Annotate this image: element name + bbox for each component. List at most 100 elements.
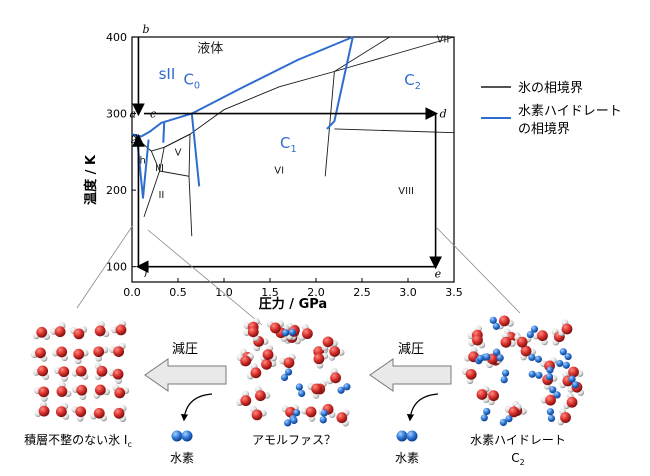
y-tick-label: 100 — [106, 261, 127, 274]
path-point-c: c — [150, 108, 156, 121]
oxygen-atom — [38, 386, 50, 398]
oxygen-atom — [508, 406, 520, 418]
path-point-e: e — [435, 268, 442, 281]
oxygen-atom — [520, 345, 532, 357]
h2-atom — [526, 330, 534, 339]
oxygen-atom — [112, 368, 124, 380]
oxygen-atom — [94, 325, 106, 337]
ice-boundary-line — [334, 128, 455, 134]
oxygen-atom — [115, 324, 127, 336]
oxygen-atom — [73, 328, 85, 340]
decompress-label-right: 減圧 — [398, 341, 424, 357]
oxygen-atom — [93, 407, 105, 419]
oxygen-atom — [56, 386, 68, 397]
h2-atom — [534, 355, 542, 363]
y-axis-label: 温度 / K — [83, 154, 99, 205]
caption-ice-ic: 積層不整のない氷 Ic — [24, 432, 132, 449]
phase-label: Ih — [137, 155, 146, 166]
oxygen-atom — [498, 315, 510, 327]
h2-atom — [320, 409, 328, 417]
amorphous-structure — [236, 318, 351, 427]
h2-atom — [500, 376, 508, 384]
caption-hydrate-line1: 水素ハイドレート — [470, 433, 566, 447]
release-curve-right — [406, 393, 439, 422]
h2-atom — [293, 409, 301, 417]
h2-atom — [556, 359, 564, 368]
ice-phase-boundaries — [131, 36, 455, 237]
h2-release-left: 水素 — [170, 393, 213, 465]
h2-atom — [282, 329, 290, 337]
h2-atom — [480, 414, 488, 422]
oxygen-atom — [545, 394, 556, 406]
x-tick-label: 2.0 — [307, 286, 325, 299]
oxygen-atom — [566, 396, 578, 408]
path-point-f: f — [143, 265, 150, 278]
h2-atom — [492, 322, 500, 330]
caption-amorphous: アモルファス？ — [252, 433, 336, 447]
zoom-line-left-b — [147, 229, 263, 326]
ice-boundary-line — [188, 134, 191, 177]
x-tick-label: 3.0 — [399, 286, 417, 299]
oxygen-atom — [285, 406, 297, 418]
oxygen-atom — [262, 349, 274, 361]
oxygen-atom — [96, 365, 108, 377]
h2-atom — [298, 389, 306, 398]
oxygen-atom — [476, 389, 488, 400]
h2-atom — [295, 383, 303, 391]
hydrate-boundary-line — [190, 113, 201, 187]
phase-label: VIII — [398, 186, 414, 197]
oxygen-atom — [305, 406, 317, 418]
h2-atom — [337, 386, 345, 394]
block-arrow-right — [369, 358, 452, 392]
oxygen-atom — [270, 322, 281, 334]
decompression-arrow-left: 減圧 — [144, 341, 227, 392]
path-point-b: b — [142, 23, 149, 36]
legend-label-ice: 氷の相境界 — [518, 81, 583, 96]
zoom-line-right — [435, 226, 521, 314]
decompression-arrow-right: 減圧 — [369, 341, 452, 392]
block-arrow-left — [144, 358, 227, 392]
h2-atom — [483, 353, 491, 361]
y-tick-label: 400 — [106, 31, 127, 44]
ice-ic-structure — [30, 320, 130, 423]
h2-atom — [571, 381, 580, 389]
oxygen-atom — [114, 387, 126, 399]
ice-boundary-line — [163, 133, 191, 148]
phase-label: sII — [159, 65, 176, 83]
oxygen-atom — [55, 406, 67, 418]
oxygen-atom — [54, 326, 66, 338]
oxygen-atom — [465, 368, 477, 380]
oxygen-atom — [94, 384, 106, 396]
hydrate-boundary-line — [131, 36, 354, 138]
h2-atom — [568, 375, 576, 383]
ice-boundary-line — [334, 36, 455, 72]
oxygen-atom — [113, 346, 125, 357]
h2-atom — [549, 386, 557, 394]
hydrogen-hydrate-c2-structure — [461, 315, 585, 427]
h2-molecule-icon — [171, 430, 193, 442]
h2-release-right: 水素 — [395, 393, 439, 465]
phase-label: C2 — [404, 71, 421, 92]
h2-atom — [499, 418, 507, 427]
h2-atom — [489, 316, 497, 324]
phase-label: V — [175, 148, 182, 159]
oxygen-atom — [240, 355, 252, 367]
phase-label: III — [155, 163, 164, 174]
phase-label: 液体 — [197, 41, 223, 56]
h2-atom — [530, 325, 539, 333]
release-curve-left — [180, 393, 213, 422]
h2-atom — [502, 369, 510, 377]
oxygen-atom — [560, 412, 571, 423]
caption-hydrate-line2: C2 — [511, 451, 524, 467]
oxygen-atom — [38, 405, 50, 417]
oxygen-atom — [329, 346, 341, 357]
h2-atom — [559, 348, 567, 356]
y-tick-label: 200 — [106, 184, 127, 197]
oxygen-atom — [75, 365, 87, 377]
h2-atom — [483, 407, 491, 416]
h2-atom — [528, 370, 536, 378]
h2-atom — [528, 353, 536, 362]
